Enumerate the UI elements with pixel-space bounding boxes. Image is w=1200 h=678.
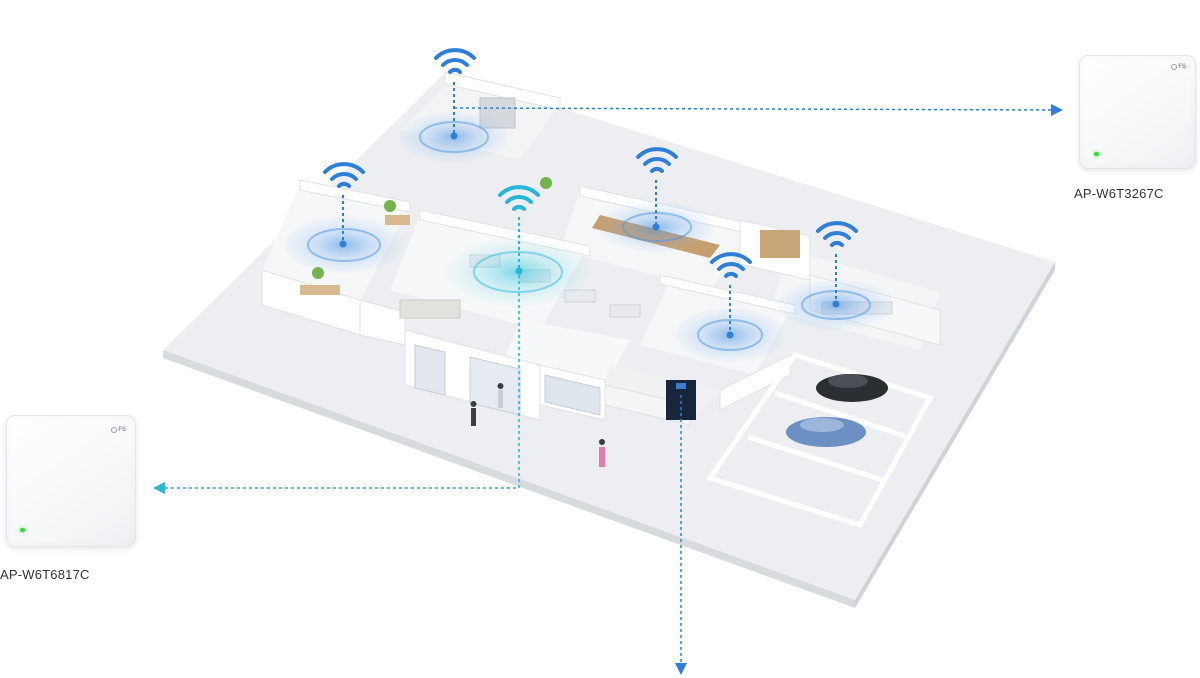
ap-model-label-left: AP-W6T6817C — [0, 567, 90, 582]
connector-arrow-left — [153, 275, 520, 494]
entrance — [414, 344, 601, 416]
wifi-icon — [498, 185, 540, 211]
status-led — [1094, 152, 1099, 156]
wifi-icon — [434, 48, 476, 74]
brand-logo: FS — [1171, 64, 1186, 70]
car-dark — [816, 374, 888, 402]
access-point-image-left: FS — [6, 415, 136, 547]
brand-logo: FS — [111, 427, 126, 433]
status-led — [20, 528, 25, 532]
ap-drop-lines — [342, 82, 837, 334]
connector-arrow-right — [453, 103, 1063, 116]
access-point-image-right: FS — [1079, 55, 1196, 169]
people — [470, 383, 605, 467]
ap-dots — [339, 132, 840, 339]
ap-model-label-right: AP-W6T3267C — [1074, 186, 1164, 201]
car-blue — [786, 417, 866, 447]
wifi-icon — [323, 162, 365, 188]
wifi-icon — [636, 147, 678, 173]
wifi-icon — [816, 221, 858, 247]
wifi-icon — [710, 252, 752, 278]
